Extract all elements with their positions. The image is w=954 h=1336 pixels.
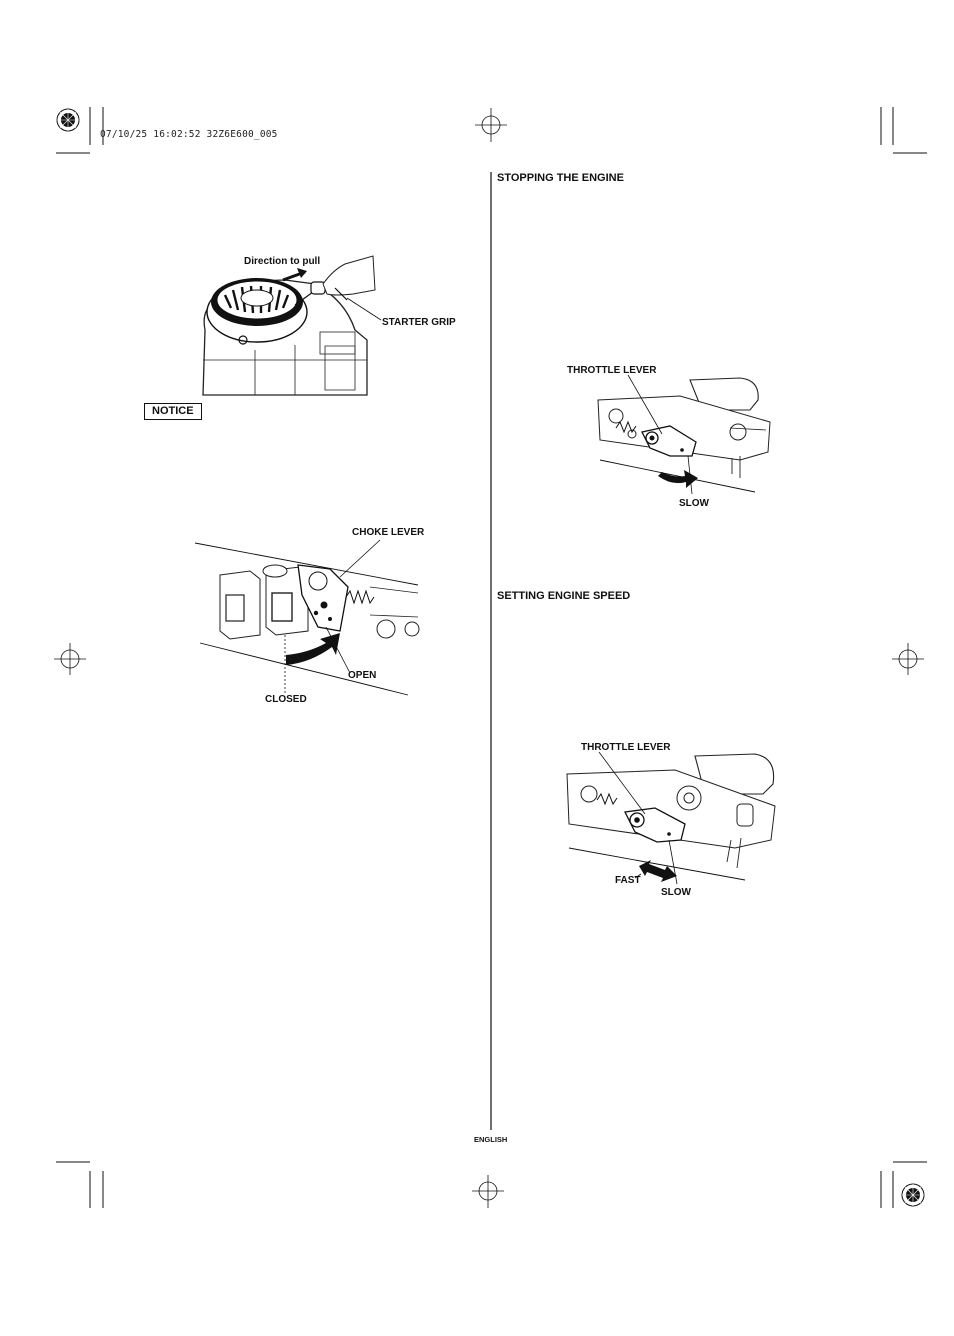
throttle-stop-illustration xyxy=(597,374,771,495)
choke-lever-label: CHOKE LEVER xyxy=(352,527,425,538)
throttle-speed-illustration xyxy=(566,751,776,885)
notice-badge: NOTICE xyxy=(144,403,202,420)
direction-to-pull-label: Direction to pull xyxy=(244,256,321,267)
footer-language: ENGLISH xyxy=(474,1135,508,1144)
registration-target-icon xyxy=(56,108,80,132)
slow-label: SLOW xyxy=(661,887,691,898)
open-label: OPEN xyxy=(348,670,377,681)
throttle-lever-label: THROTTLE LEVER xyxy=(567,365,657,376)
starter-grip-label: STARTER GRIP xyxy=(382,317,456,328)
crosshair-icon xyxy=(472,1175,504,1208)
closed-label: CLOSED xyxy=(265,694,307,705)
fast-label: FAST xyxy=(615,875,641,886)
throttle-lever-label: THROTTLE LEVER xyxy=(581,742,671,753)
slow-label: SLOW xyxy=(679,498,709,509)
setting-engine-speed-heading: SETTING ENGINE SPEED xyxy=(497,590,631,602)
print-timestamp: 07/10/25 16:02:52 32Z6E600_005 xyxy=(100,129,278,140)
registration-target-icon xyxy=(901,1183,925,1207)
crosshair-icon xyxy=(892,643,924,675)
starter-illustration xyxy=(202,255,382,396)
crosshair-icon xyxy=(54,643,86,675)
crosshair-icon xyxy=(475,108,507,142)
choke-illustration xyxy=(194,539,420,696)
stopping-engine-heading: STOPPING THE ENGINE xyxy=(497,172,624,184)
